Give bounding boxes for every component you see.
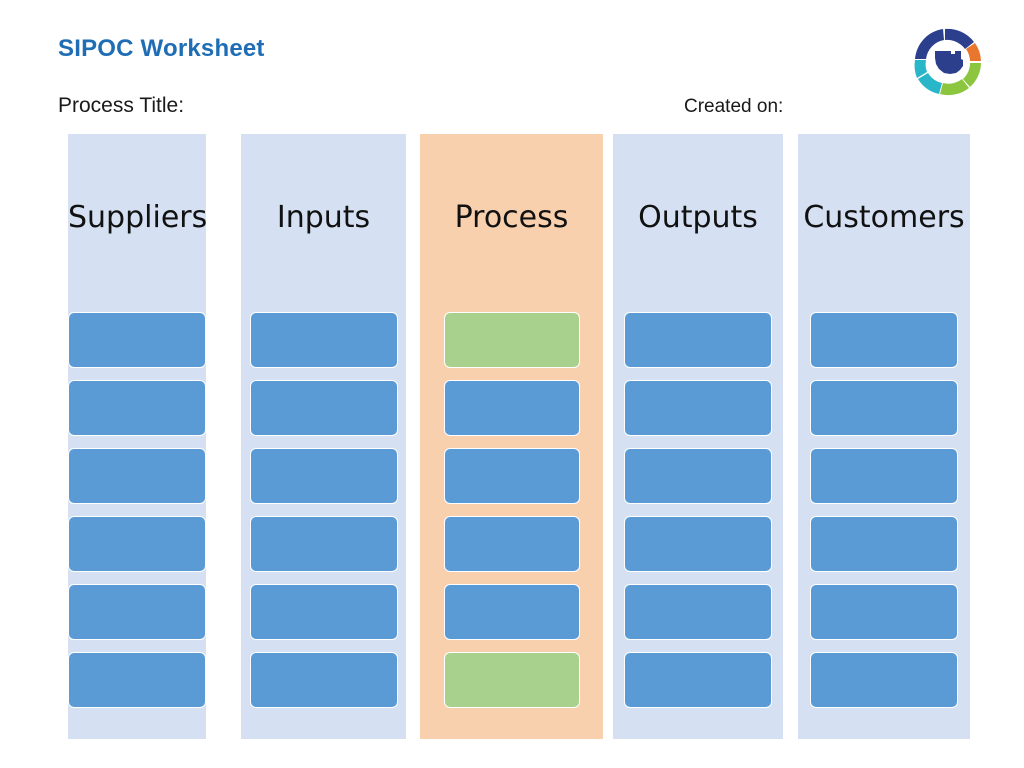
sipoc-cell[interactable]: [624, 380, 772, 436]
column-cells-customers: [798, 312, 970, 720]
sipoc-cell[interactable]: [443, 380, 580, 436]
sipoc-cell[interactable]: [68, 516, 206, 572]
missouri-state-swirl-logo: [900, 26, 996, 98]
column-header-customers: Customers: [803, 200, 965, 235]
sipoc-cell[interactable]: [68, 448, 206, 504]
sipoc-column-inputs[interactable]: Inputs: [241, 134, 406, 739]
column-cells-suppliers: [68, 312, 206, 720]
column-cells-process: [420, 312, 603, 720]
column-header-inputs: Inputs: [276, 200, 371, 235]
sipoc-cell[interactable]: [810, 380, 958, 436]
sipoc-cell[interactable]: [68, 380, 206, 436]
sipoc-cell[interactable]: [68, 312, 206, 368]
sipoc-cell[interactable]: [624, 652, 772, 708]
sipoc-cell[interactable]: [443, 312, 580, 368]
sipoc-cell[interactable]: [624, 312, 772, 368]
column-header-suppliers: Suppliers: [68, 200, 208, 235]
sipoc-cell[interactable]: [249, 516, 398, 572]
sipoc-cell[interactable]: [443, 448, 580, 504]
sipoc-cell[interactable]: [810, 652, 958, 708]
sipoc-cell[interactable]: [249, 448, 398, 504]
sipoc-cell[interactable]: [68, 652, 206, 708]
column-cells-outputs: [613, 312, 783, 720]
sipoc-cell[interactable]: [810, 584, 958, 640]
sipoc-cell[interactable]: [443, 652, 580, 708]
sipoc-cell[interactable]: [249, 652, 398, 708]
created-on-label: Created on:: [684, 96, 784, 117]
sipoc-cell[interactable]: [810, 448, 958, 504]
sipoc-column-customers[interactable]: Customers: [798, 134, 970, 739]
sipoc-cell[interactable]: [810, 516, 958, 572]
sipoc-cell[interactable]: [810, 312, 958, 368]
sipoc-column-suppliers[interactable]: Suppliers: [68, 134, 208, 739]
column-header-outputs: Outputs: [638, 200, 758, 235]
column-cells-inputs: [241, 312, 406, 720]
sipoc-cell[interactable]: [443, 584, 580, 640]
sipoc-cell[interactable]: [624, 584, 772, 640]
sipoc-cell[interactable]: [249, 312, 398, 368]
sipoc-cell[interactable]: [68, 584, 206, 640]
sipoc-cell[interactable]: [249, 584, 398, 640]
process-title-label: Process Title:: [58, 94, 185, 117]
sipoc-cell[interactable]: [249, 380, 398, 436]
column-header-process: Process: [454, 200, 569, 235]
sipoc-cell[interactable]: [624, 516, 772, 572]
page-title: SIPOC Worksheet: [58, 35, 265, 62]
sipoc-column-process[interactable]: Process: [420, 134, 603, 739]
sipoc-cell[interactable]: [443, 516, 580, 572]
sipoc-cell[interactable]: [624, 448, 772, 504]
sipoc-column-outputs[interactable]: Outputs: [613, 134, 783, 739]
